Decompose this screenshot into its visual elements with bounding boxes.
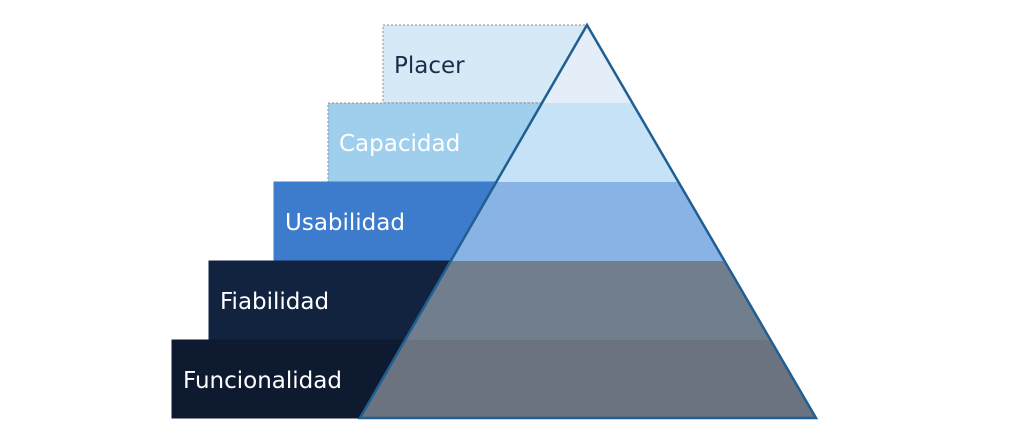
- pyramid-outline: [357, 22, 819, 420]
- label-funcionalidad: Funcionalidad: [183, 368, 342, 394]
- band-usabilidad: [450, 182, 725, 261]
- level-labels: Placer Capacidad Usabilidad Fiabilidad F…: [183, 53, 465, 394]
- band-funcionalidad: [360, 340, 816, 418]
- label-placer: Placer: [394, 53, 465, 79]
- label-fiabilidad: Fiabilidad: [220, 289, 329, 315]
- band-capacidad: [496, 103, 679, 182]
- label-capacidad: Capacidad: [339, 131, 460, 157]
- label-usabilidad: Usabilidad: [285, 210, 405, 236]
- band-fiabilidad: [405, 261, 771, 340]
- band-placer: [541, 25, 633, 103]
- triangle-bands: [360, 25, 816, 418]
